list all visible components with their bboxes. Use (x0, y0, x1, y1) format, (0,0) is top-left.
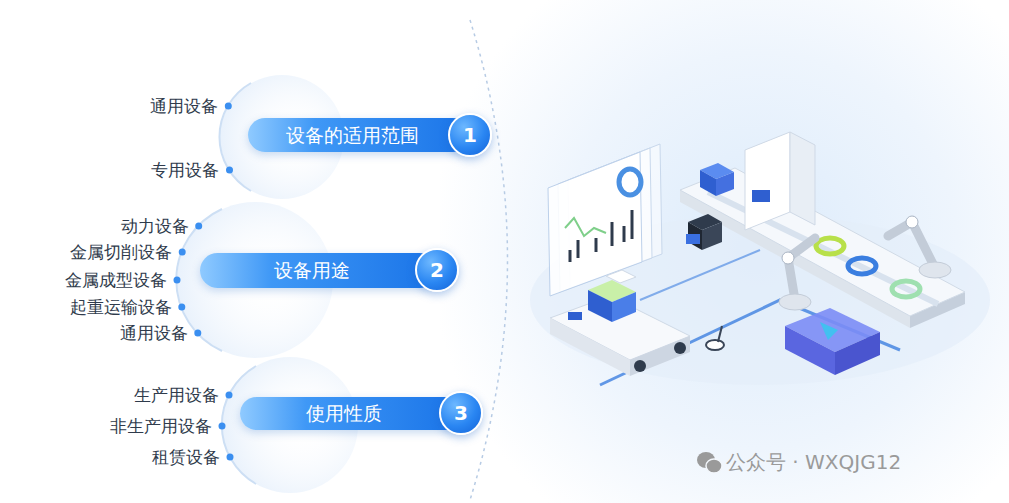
item-label: 金属成型设备 (65, 270, 167, 290)
category-pill: 设备用途 (200, 253, 437, 288)
step-number-circle: 3 (439, 391, 483, 435)
wechat-icon (697, 452, 722, 473)
step-number-circle: 2 (415, 248, 459, 292)
item-label: 通用设备 (150, 96, 218, 116)
item-label: 租赁设备 (152, 447, 220, 467)
item-label: 起重运输设备 (70, 297, 172, 317)
node-text: 使用性质 (306, 402, 382, 425)
node-text: 3 (454, 403, 468, 423)
item-label: 生产用设备 (134, 385, 219, 405)
item-label: 专用设备 (151, 160, 219, 180)
node-text: 1 (463, 125, 477, 145)
item-label: 动力设备 (121, 216, 189, 236)
item-label: 非生产用设备 (110, 416, 212, 436)
node-text: 2 (430, 260, 444, 280)
item-label: 通用设备 (120, 323, 188, 343)
factory-illustration (530, 132, 990, 385)
node-text: 设备用途 (274, 259, 350, 282)
category-pill: 使用性质 (240, 397, 461, 430)
item-label: 金属切削设备 (70, 242, 172, 262)
step-number-circle: 1 (448, 113, 492, 157)
node-text: 设备的适用范围 (286, 124, 419, 147)
watermark: 公众号 · WXQJG12 (726, 450, 901, 474)
category-pill: 设备的适用范围 (248, 118, 470, 152)
